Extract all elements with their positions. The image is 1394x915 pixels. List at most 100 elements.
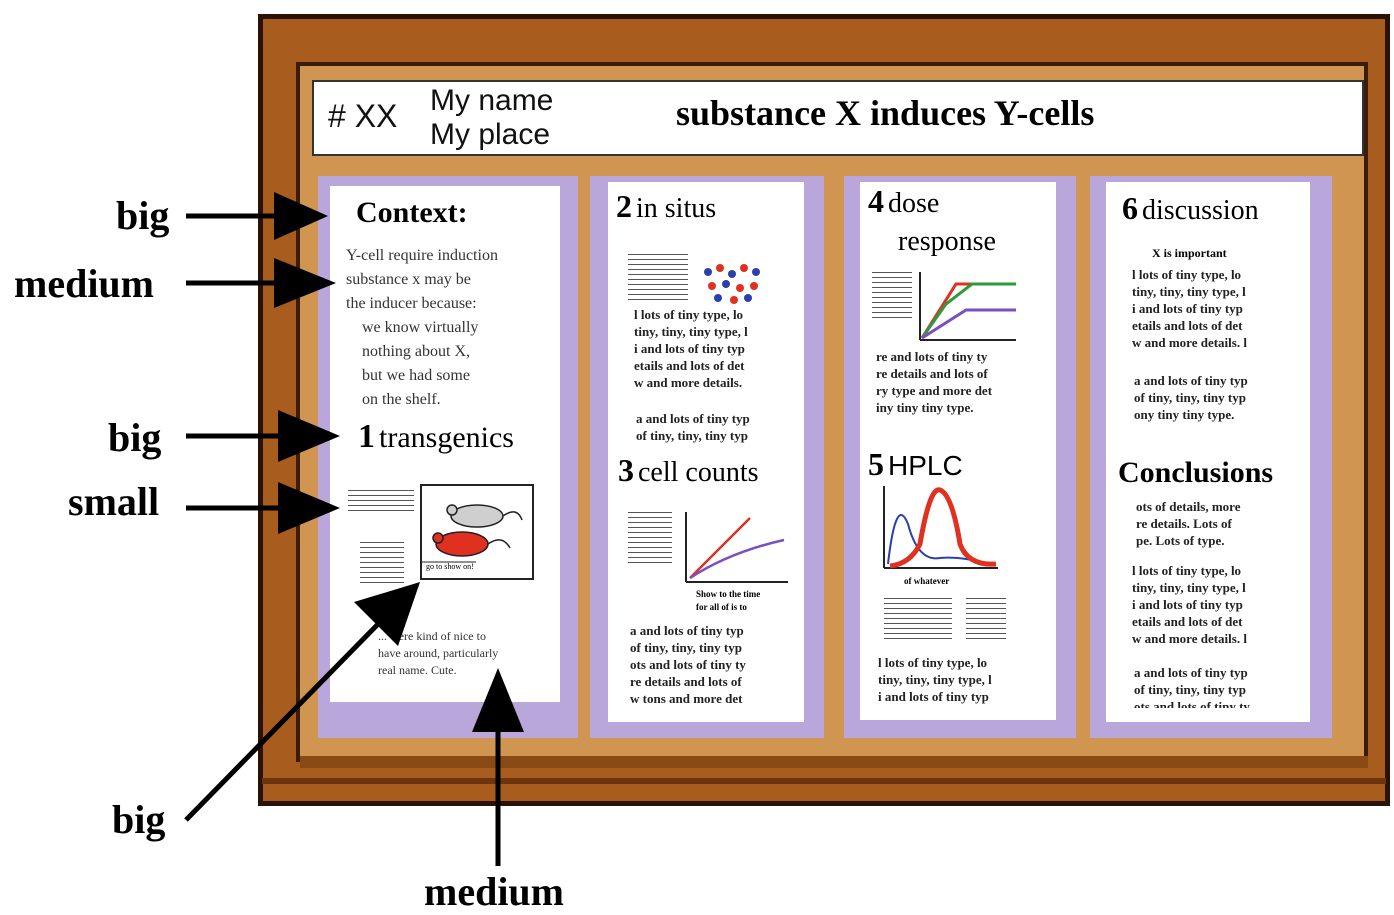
text-line: a and lots of tiny typ [1134, 665, 1248, 680]
section-4-title-1: dose [888, 188, 940, 219]
text-line: of tiny, tiny, tiny typ [1134, 682, 1246, 697]
text-line: real name. Cute. [378, 663, 457, 677]
tiny-text-block [348, 490, 414, 514]
section-2-heading: 2 in situs [616, 188, 716, 225]
section-1-text: ... were kind of nice to have around, pa… [378, 628, 498, 679]
text-line: re and lots of tiny ty [876, 349, 988, 364]
intro-line: on the shelf. [362, 391, 441, 408]
tiny-text-block [628, 254, 688, 300]
tiny-text-block [628, 512, 672, 566]
text-line: of tiny, tiny, tiny typ [636, 428, 748, 443]
section-5-number: 5 [868, 446, 884, 482]
hplc-chromatogram [883, 486, 998, 569]
section-2-title: in situs [636, 193, 717, 224]
author-place: My place [430, 118, 551, 151]
text-line: i and lots of tiny typ [878, 689, 989, 704]
mouse-figure: go to show on! [420, 484, 534, 580]
text-line: w and more details. l [1132, 631, 1247, 646]
text-line: re details. Lots of [1136, 516, 1232, 531]
section-5-heading: 5 HPLC [868, 446, 963, 483]
section-6-number: 6 [1122, 190, 1138, 226]
discussion-subtitle: X is important [1152, 246, 1227, 260]
section-2-text-2: a and lots of tiny typ of tiny, tiny, ti… [636, 410, 750, 444]
text-line: i and lots of tiny typ [1132, 301, 1243, 316]
conclusions-text-3: a and lots of tiny typ of tiny, tiny, ti… [1134, 664, 1250, 708]
poster-title: substance X induces Y-cells [676, 93, 1095, 133]
text-line: l lots of tiny type, lo [1132, 563, 1242, 578]
text-line: ... were kind of nice to [378, 629, 486, 643]
arrow-icon [186, 258, 336, 308]
text-line: tiny, tiny, tiny type, l [1132, 284, 1246, 299]
annotation-label: big [108, 415, 162, 460]
section-6-text: l lots of tiny type, lo tiny, tiny, tiny… [1132, 266, 1247, 351]
text-line: l lots of tiny type, lo [1132, 267, 1242, 282]
context-intro: Y-cell require induction substance x may… [346, 244, 498, 412]
context-heading: Context: [356, 196, 468, 229]
text-line: ry type and more det [876, 383, 993, 398]
text-line: re details and lots of [876, 366, 988, 381]
annotation-label: big [112, 797, 166, 842]
section-5-title: HPLC [888, 450, 963, 481]
poster-title-bar [312, 80, 1364, 156]
author-block: My name My place [430, 84, 553, 152]
section-4-number: 4 [868, 183, 884, 219]
frame-ledge [300, 756, 1368, 768]
author-name: My name [430, 84, 554, 117]
text-line: pe. Lots of type. [1136, 533, 1225, 548]
hplc-caption: of whatever [904, 576, 950, 586]
section-1-number: 1 [358, 418, 375, 455]
panel-4 [1106, 182, 1310, 722]
section-2-text: l lots of tiny type, lo tiny, tiny, tiny… [634, 306, 748, 391]
arrow-icon [186, 410, 340, 462]
section-6-text-2: a and lots of tiny typ of tiny, tiny, ti… [1134, 372, 1248, 423]
dose-response-chart [919, 272, 1016, 341]
text-line: l lots of tiny type, lo [634, 307, 744, 322]
intro-line: the inducer because: [346, 295, 477, 312]
section-4-heading: 4 dose response [868, 184, 996, 259]
text-line: of tiny, tiny, tiny typ [1134, 390, 1246, 405]
text-line: of tiny, tiny, tiny typ [630, 640, 742, 655]
mouse-illustration [422, 504, 523, 563]
text-line: iny tiny tiny type. [876, 400, 974, 415]
text-line: a and lots of tiny typ [1134, 373, 1248, 388]
text-line: etails and lots of det [1132, 614, 1243, 629]
text-line: w tons and more det [630, 691, 743, 706]
text-line: l lots of tiny type, lo [878, 655, 988, 670]
text-line: w and more details. [634, 375, 743, 390]
text-line: tiny, tiny, tiny type, l [878, 672, 992, 687]
intro-line: we know virtually [362, 319, 479, 336]
section-6-heading: 6 discussion [1122, 190, 1259, 227]
tiny-text-block [360, 542, 404, 586]
in-situ-dots-figure [704, 264, 760, 304]
frame-ledge-lower [262, 778, 1386, 784]
conclusions-text-2: l lots of tiny type, lo tiny, tiny, tiny… [1132, 562, 1247, 647]
intro-line: Y-cell require induction [346, 247, 498, 264]
text-line: ots and lots of tiny ty [1134, 699, 1250, 708]
annotation-label: small [68, 479, 160, 524]
arrow-icon [186, 482, 340, 534]
text-line: ots and lots of tiny ty [630, 657, 746, 672]
arrow-icon [186, 192, 328, 240]
annotation-label: big [116, 193, 170, 238]
section-3-number: 3 [618, 452, 634, 488]
intro-line: nothing about X, [362, 343, 470, 360]
cell-counts-chart [685, 512, 788, 583]
section-5-text: l lots of tiny type, lo tiny, tiny, tiny… [878, 654, 992, 705]
poster-number: # XX [328, 98, 398, 134]
caption-line: Show to the time [696, 589, 761, 599]
text-line: etails and lots of det [634, 358, 745, 373]
text-line: etails and lots of det [1132, 318, 1243, 333]
text-line: i and lots of tiny typ [1132, 597, 1243, 612]
conclusions-text: ots of details, more re details. Lots of… [1136, 498, 1240, 549]
section-3-title: cell counts [638, 457, 759, 488]
text-line: i and lots of tiny typ [634, 341, 745, 356]
text-line: tiny, tiny, tiny type, l [634, 324, 748, 339]
text-line: a and lots of tiny typ [630, 623, 744, 638]
tiny-text-block [872, 272, 912, 320]
section-3-text: a and lots of tiny typ of tiny, tiny, ti… [630, 622, 746, 707]
text-line: have around, particularly [378, 646, 499, 660]
text-line: ony tiny tiny type. [1134, 407, 1235, 422]
annotation-label: medium [424, 869, 564, 914]
intro-line: substance x may be [346, 271, 471, 288]
